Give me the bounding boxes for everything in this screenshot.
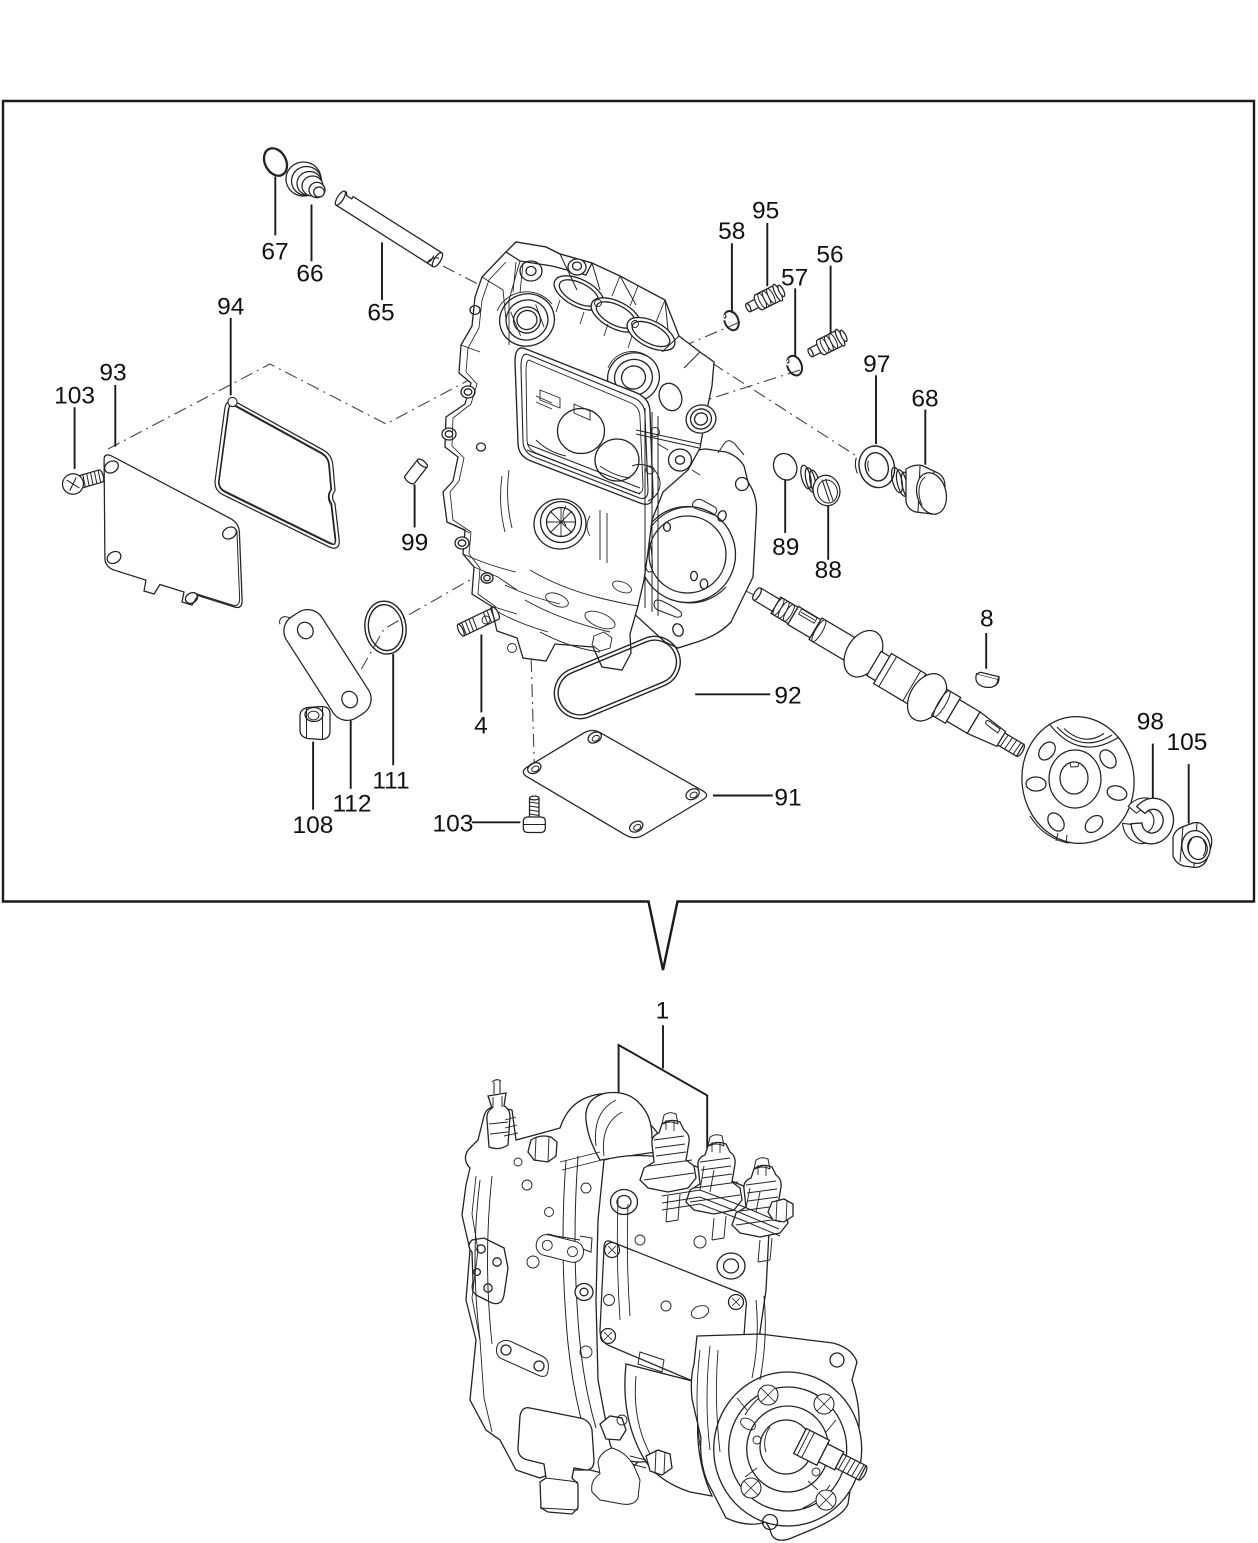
- svg-text:103: 103: [54, 382, 95, 409]
- svg-text:67: 67: [261, 239, 288, 266]
- svg-text:91: 91: [774, 785, 801, 812]
- svg-text:8: 8: [980, 606, 994, 633]
- svg-text:68: 68: [911, 386, 938, 413]
- svg-text:93: 93: [99, 360, 126, 387]
- svg-text:112: 112: [332, 791, 371, 818]
- svg-text:105: 105: [1167, 729, 1208, 756]
- svg-text:99: 99: [401, 530, 428, 557]
- svg-text:58: 58: [718, 218, 745, 245]
- svg-text:56: 56: [816, 242, 843, 269]
- svg-text:57: 57: [781, 264, 808, 291]
- svg-text:98: 98: [1137, 709, 1164, 736]
- svg-text:92: 92: [774, 683, 801, 710]
- svg-text:97: 97: [863, 351, 890, 378]
- svg-text:4: 4: [474, 713, 488, 740]
- svg-text:111: 111: [372, 768, 409, 795]
- svg-text:65: 65: [367, 300, 394, 327]
- svg-text:94: 94: [217, 293, 244, 320]
- svg-text:1: 1: [656, 998, 670, 1025]
- svg-text:108: 108: [293, 812, 334, 839]
- svg-text:66: 66: [296, 261, 323, 288]
- svg-text:103: 103: [432, 811, 473, 838]
- svg-text:95: 95: [752, 198, 779, 225]
- svg-text:89: 89: [772, 534, 799, 561]
- svg-text:88: 88: [815, 557, 842, 584]
